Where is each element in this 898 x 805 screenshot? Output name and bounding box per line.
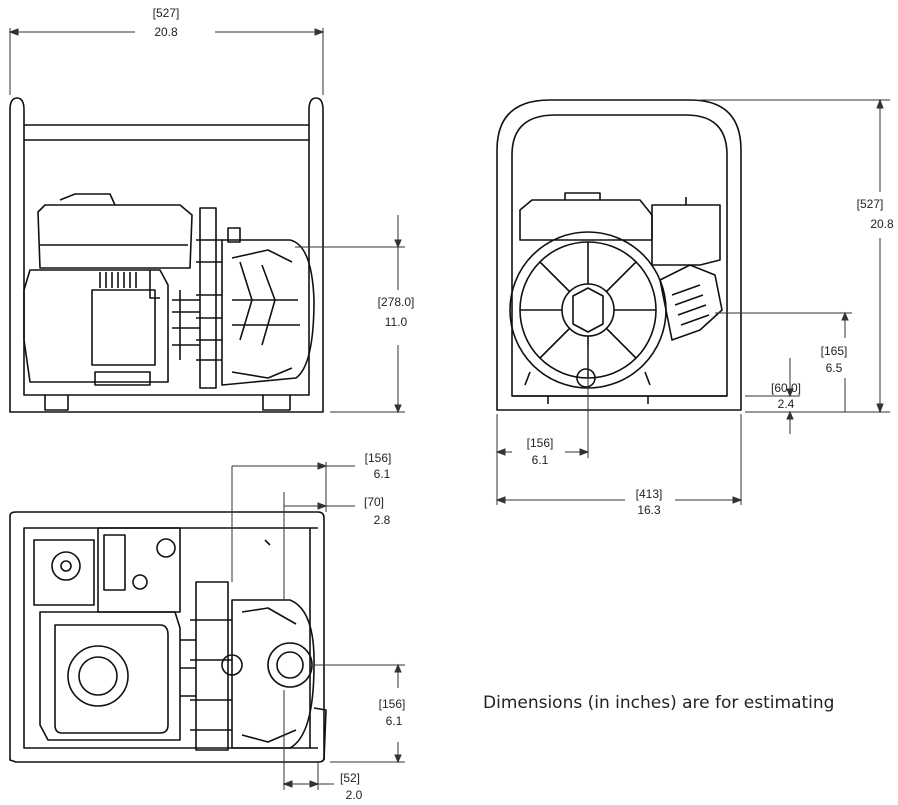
top-frame bbox=[9, 511, 325, 763]
top-inlet-depth-in: 6.1 bbox=[386, 714, 403, 728]
top-engine-block bbox=[33, 539, 95, 606]
side-view bbox=[9, 97, 324, 413]
front-view bbox=[496, 99, 742, 411]
top-inlet-offset-in: 2.0 bbox=[346, 788, 363, 802]
top-pump-volute bbox=[231, 599, 315, 749]
front-engine-top bbox=[519, 192, 653, 241]
top-outlet-offset-b-mm: [70] bbox=[364, 495, 384, 509]
estimating-note: Dimensions (in inches) are for estimatin… bbox=[483, 693, 835, 713]
front-outlet-height-mm: [165] bbox=[821, 344, 848, 358]
front-outlet-offset-mm: [156] bbox=[527, 436, 554, 450]
side-pump-flange bbox=[196, 207, 222, 389]
top-inlet-depth-mm: [156] bbox=[379, 697, 406, 711]
top-outlet-offset-a-in: 6.1 bbox=[374, 467, 391, 481]
front-width-in: 16.3 bbox=[637, 503, 661, 517]
front-base-in: 2.4 bbox=[778, 397, 795, 411]
front-width-mm: [413] bbox=[636, 487, 663, 501]
front-outlet-offset-in: 6.1 bbox=[532, 453, 549, 467]
top-outlet-offset-a-mm: [156] bbox=[365, 451, 392, 465]
side-frame bbox=[9, 97, 324, 413]
side-width-in: 20.8 bbox=[154, 25, 178, 39]
front-base-mm: [60.0] bbox=[771, 381, 801, 395]
front-height-mm: [527] bbox=[857, 197, 884, 211]
front-frame bbox=[496, 99, 742, 411]
side-pump-volute bbox=[221, 239, 315, 386]
top-view bbox=[9, 511, 327, 763]
front-muffler bbox=[651, 197, 721, 266]
side-width-mm: [527] bbox=[153, 6, 180, 20]
front-height-in: 20.8 bbox=[870, 217, 894, 231]
top-fuel-tank bbox=[39, 611, 181, 741]
side-outlet-height-mm: [278.0] bbox=[378, 295, 415, 309]
front-outlet-height-in: 6.5 bbox=[826, 361, 843, 375]
top-inlet-port bbox=[267, 642, 313, 688]
front-discharge-hose bbox=[659, 264, 723, 341]
side-outlet-height-in: 11.0 bbox=[385, 315, 408, 329]
top-pump-flange bbox=[190, 581, 232, 751]
top-outlet-offset-b-in: 2.8 bbox=[374, 513, 391, 527]
side-engine-tank bbox=[37, 204, 193, 269]
side-engine-body bbox=[23, 269, 169, 383]
top-inlet-offset-mm: [52] bbox=[340, 771, 360, 785]
